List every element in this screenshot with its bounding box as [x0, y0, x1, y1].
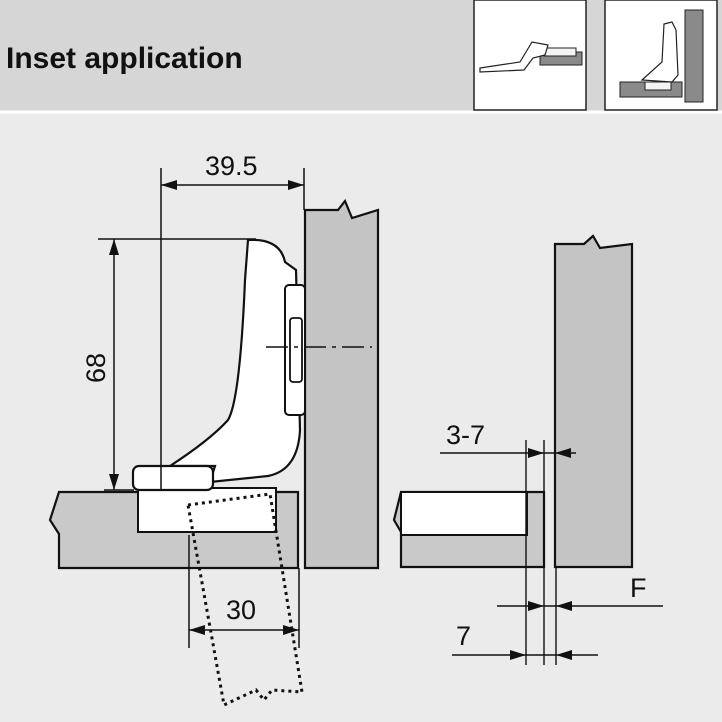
hinge-arm [166, 238, 302, 484]
thumbnail-hinge-closed[interactable] [604, 0, 718, 111]
dim-30-arrow-right [283, 625, 299, 635]
dim-7-label: 7 [456, 621, 471, 651]
dim-39-5-arrow-left [161, 180, 177, 190]
dim-3-7-label: 3-7 [446, 420, 485, 450]
dim-3-7-arrow-right [555, 448, 571, 458]
dim-3-7-arrow-left [528, 448, 544, 458]
dim-68-arrow-bottom [109, 474, 119, 490]
force-arrow-right [556, 601, 572, 611]
right-cup-pocket [400, 491, 528, 536]
right-side-panel [553, 234, 634, 569]
dim-68-arrow-top [109, 239, 119, 255]
thumbnail-plate [644, 81, 672, 91]
dim-39-5-arrow-right [288, 180, 304, 190]
dim-68-label: 68 [81, 353, 111, 383]
thumbnail-hinge-arm [479, 41, 549, 73]
hinge-boss [131, 464, 215, 492]
carcass-side-panel [303, 198, 380, 570]
dim-30-label: 30 [226, 595, 256, 625]
header-band [0, 0, 722, 112]
thumbnail-cup [543, 47, 577, 57]
page-title: Inset application [6, 42, 243, 75]
force-arrow-left [528, 601, 544, 611]
thumbnail-side-panel [684, 9, 704, 103]
dim-30-arrow-left [189, 625, 205, 635]
dim-7-arrow-left [510, 650, 526, 660]
thumbnail-hinge-open[interactable] [473, 0, 587, 111]
thumbnail-hinge-body [640, 21, 679, 83]
mounting-plate-inner [289, 317, 303, 383]
force-label: F [630, 573, 647, 603]
hinge-cup [137, 487, 277, 533]
dim-39-5-label: 39.5 [205, 151, 258, 181]
dim-7-arrow-right [556, 650, 572, 660]
